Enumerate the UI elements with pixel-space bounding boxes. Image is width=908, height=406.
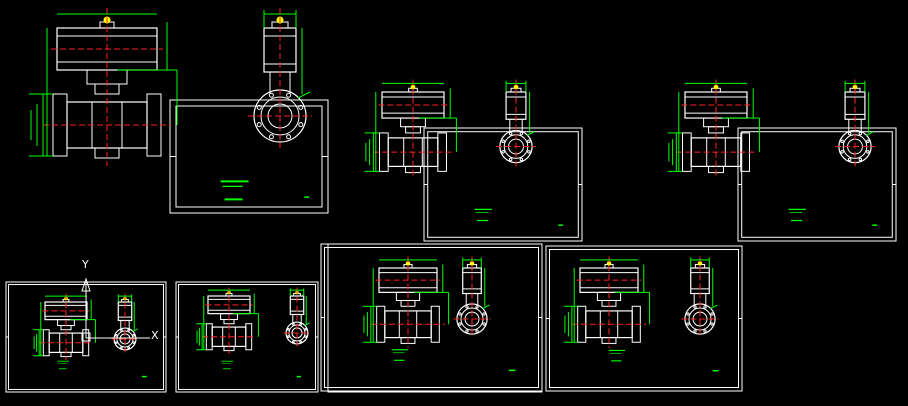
- title-note: [220, 180, 249, 201]
- bolt-hole: [703, 305, 707, 309]
- dimensions-front: [29, 13, 178, 157]
- dimensions-side: [289, 288, 307, 324]
- bolt-hole: [298, 122, 304, 128]
- actuator-side: [117, 296, 133, 330]
- bolt-hole: [292, 322, 295, 326]
- bolt-hole: [304, 335, 308, 338]
- bolt-hole: [710, 312, 714, 316]
- dimensions-side: [462, 257, 486, 307]
- ucs-icon: [81, 277, 150, 342]
- bolt-hole: [299, 340, 302, 344]
- bolt-hole: [693, 305, 697, 309]
- dimensions-front: [667, 82, 760, 172]
- bolt-hole: [519, 131, 524, 136]
- bolt-hole: [256, 104, 262, 110]
- bolt-hole: [866, 150, 870, 154]
- bolt-hole: [286, 335, 290, 338]
- bolt-hole: [286, 134, 292, 140]
- bolt-hole: [847, 157, 852, 162]
- bolt-hole: [286, 328, 290, 331]
- bolt-hole: [475, 329, 479, 333]
- bolt-hole: [286, 92, 292, 98]
- bolt-hole: [114, 341, 118, 344]
- bolt-hole: [458, 312, 462, 316]
- valve-drawing-6: [320, 243, 543, 392]
- bolt-hole: [710, 322, 714, 326]
- sheet-outer-frame-mid: [327, 243, 543, 393]
- bolt-hole: [120, 328, 123, 332]
- bolt-hole: [132, 334, 136, 337]
- bolt-hole: [465, 305, 469, 309]
- bolt-hole: [703, 329, 707, 333]
- valve-drawing-2: [364, 79, 583, 242]
- dimensions-side: [690, 257, 714, 307]
- dimensions-side: [844, 80, 870, 133]
- bolt-hole: [686, 312, 690, 316]
- bolt-hole: [866, 139, 870, 143]
- bolt-hole: [127, 328, 130, 332]
- dimensions-front: [196, 289, 259, 351]
- ucs-x-axis-label: X: [151, 329, 159, 342]
- bolt-hole: [299, 322, 302, 326]
- dimensions-side: [505, 80, 531, 133]
- dimensions-front: [364, 82, 457, 172]
- bolt-hole: [858, 157, 863, 162]
- bolt-hole: [686, 322, 690, 326]
- bolt-hole: [482, 312, 486, 316]
- title-note: [608, 349, 625, 362]
- ucs-y-axis-label: Y: [82, 258, 89, 271]
- title-note: [788, 208, 806, 222]
- bolt-hole: [847, 131, 852, 136]
- dimensions-front: [33, 295, 96, 357]
- bolt-hole: [120, 346, 123, 350]
- valve-drawing-5: [175, 281, 319, 393]
- bolt-hole: [858, 131, 863, 136]
- bolt-hole: [268, 92, 274, 98]
- title-note: [391, 349, 408, 361]
- bolt-hole: [298, 104, 304, 110]
- bolt-hole: [508, 157, 513, 162]
- bolt-hole: [482, 322, 486, 326]
- bolt-hole: [527, 139, 531, 143]
- valve-drawing-4: [5, 281, 167, 393]
- bolt-hole: [475, 305, 479, 309]
- title-note: [474, 208, 492, 222]
- bolt-hole: [458, 322, 462, 326]
- bolt-hole: [465, 329, 469, 333]
- bolt-hole: [256, 122, 262, 128]
- bolt-hole: [527, 150, 531, 154]
- dimensions-front: [563, 259, 651, 343]
- bolt-hole: [501, 150, 505, 154]
- bolt-hole: [840, 139, 844, 143]
- dimensions-side: [263, 10, 303, 94]
- actuator-front: [378, 261, 438, 307]
- bolt-hole: [304, 328, 308, 331]
- bolt-hole: [127, 346, 130, 350]
- dimensions-front: [362, 259, 450, 343]
- bolt-hole: [840, 150, 844, 154]
- dimensions-side: [117, 294, 135, 330]
- bolt-hole: [693, 329, 697, 333]
- bolt-hole: [519, 157, 524, 162]
- valve-drawing-1: [29, 8, 329, 214]
- bolt-hole: [268, 134, 274, 140]
- valve-drawing-3: [667, 79, 897, 242]
- bolt-hole: [132, 341, 136, 344]
- bolt-hole: [292, 340, 295, 344]
- valve-drawing-7: [545, 245, 743, 392]
- title-note: [57, 360, 69, 370]
- bolt-hole: [508, 131, 513, 136]
- title-note: [221, 360, 234, 370]
- bolt-hole: [501, 139, 505, 143]
- bolt-hole: [114, 334, 118, 337]
